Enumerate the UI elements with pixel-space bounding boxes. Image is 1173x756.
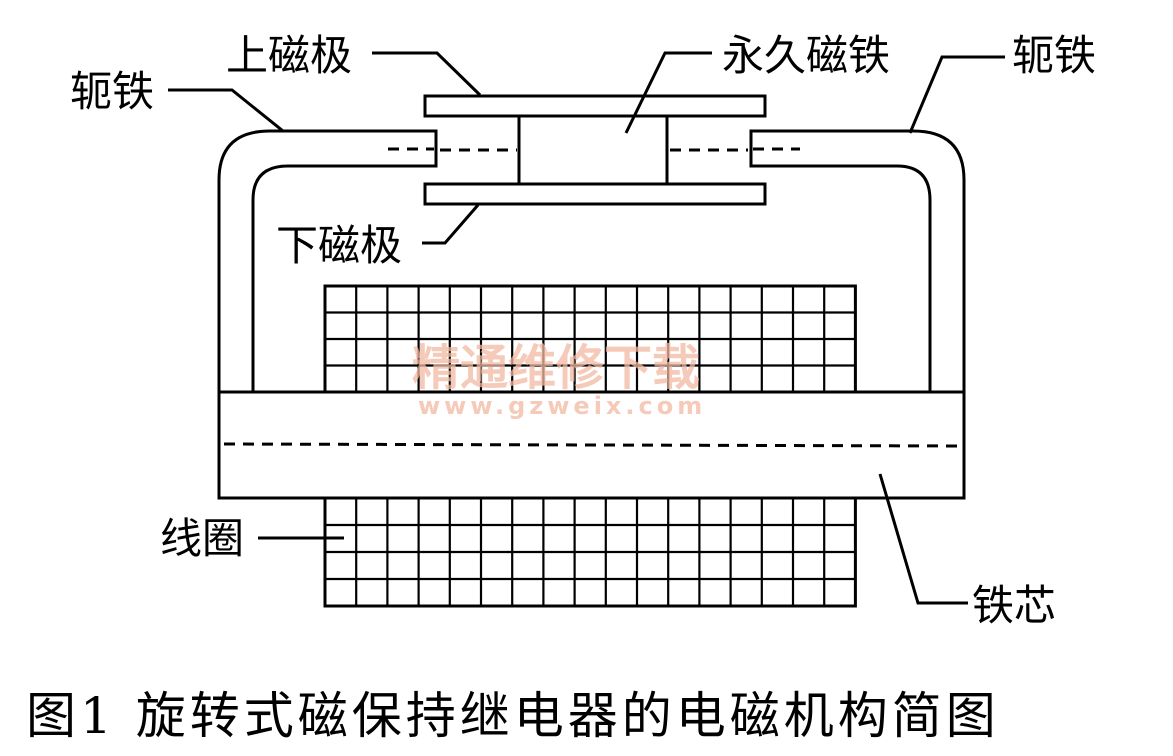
watermark-url: www.gzweix.com	[418, 392, 706, 420]
label-yoke-left: 轭铁	[70, 67, 154, 116]
label-upper-pole: 上磁极	[226, 31, 352, 80]
label-lower-pole: 下磁极	[276, 221, 402, 270]
upper-pole	[423, 94, 767, 118]
leader-yoke-right	[908, 55, 1005, 134]
leader-lower-pole	[422, 204, 480, 245]
yoke-left	[217, 129, 438, 392]
leader-yoke-left	[168, 88, 284, 133]
yoke-right	[749, 129, 966, 392]
label-yoke-right: 轭铁	[1012, 31, 1096, 80]
leader-lines	[168, 51, 1005, 605]
relay-diagram: 轭铁 上磁极 永久磁铁 轭铁 下磁极 线圈 铁芯 精通维修下载 www.gzwe…	[70, 31, 1096, 630]
label-iron-core: 铁芯	[972, 581, 1056, 630]
label-permanent-magnet: 永久磁铁	[722, 31, 890, 80]
label-coil: 线圈	[160, 514, 244, 563]
leader-permanent-magnet	[624, 51, 712, 134]
leader-upper-pole	[372, 51, 482, 97]
coil-winding-top	[323, 284, 857, 394]
watermark-text: 精通维修下载	[412, 340, 700, 396]
iron-core-centerline	[223, 442, 963, 448]
lower-pole	[423, 182, 767, 206]
figure-caption: 图1 旋转式磁保持继电器的电磁机构简图	[26, 687, 1000, 745]
permanent-magnet	[517, 114, 669, 186]
leader-iron-core	[878, 473, 968, 605]
coil-winding-bottom	[323, 496, 857, 608]
